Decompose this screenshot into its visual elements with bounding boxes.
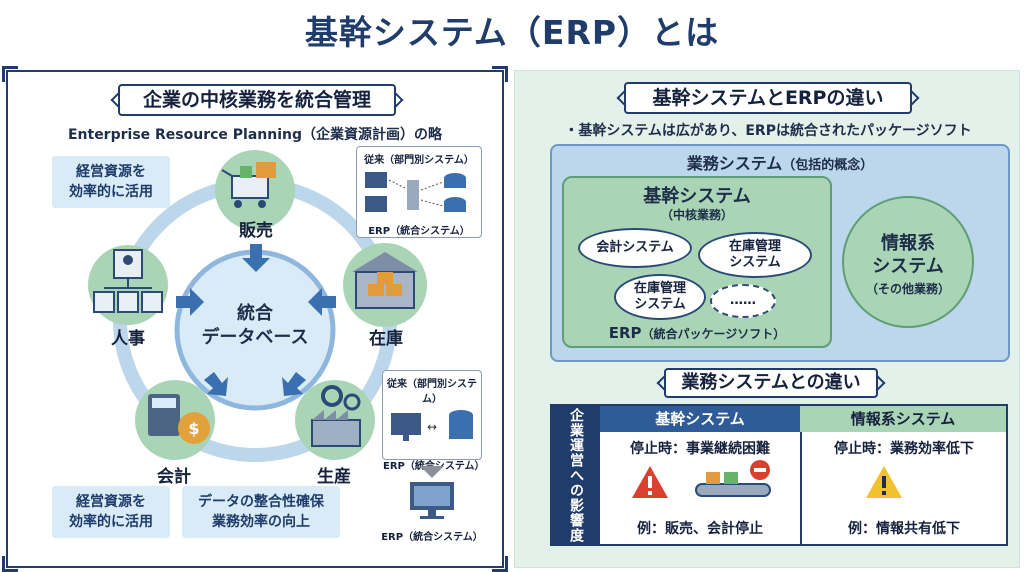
page-title: 基幹システム（ERP）とは: [304, 13, 720, 52]
erp-label-bottom: ERP（統合システム）: [381, 532, 483, 543]
cell-core-stop: 停止時：事業継続困難: [630, 441, 770, 457]
node-production: 生産: [317, 467, 351, 487]
monitor-icon: [410, 482, 454, 519]
table-side-label: 企業運営への影響度: [552, 406, 600, 544]
corner-ornament-icon: [2, 66, 18, 82]
shopping-cart-icon: [221, 162, 276, 208]
cell-info-stop: 停止時：業務効率低下: [834, 441, 974, 457]
info-system-sub: （その他業務）: [865, 282, 950, 296]
core-system-title: 基幹システム: [643, 186, 751, 207]
comparison-note: ・基幹システムは広があり、ERPは統合されたパッケージソフト: [564, 123, 972, 139]
info-system-circle: [842, 196, 974, 328]
pill-more: ……: [710, 284, 776, 318]
node-hr: 人事: [111, 329, 145, 349]
left-panel: [6, 70, 504, 568]
corner-ornament-icon: [2, 556, 18, 572]
table-divider: [800, 432, 802, 544]
erp-label: ERP（統合パッケージソフト）: [608, 324, 786, 342]
node-sales: 販売: [239, 221, 273, 241]
callout-data-integrity: データの整合性確保 業務効率の向上: [182, 486, 340, 538]
table-header-core: 基幹システム: [600, 406, 800, 432]
calculator-money-icon: $: [148, 394, 210, 444]
factory-icon: [311, 385, 361, 447]
table-header-info: 情報系システム: [800, 406, 1006, 432]
caution-warning-icon: [866, 466, 902, 498]
corner-ornament-icon: [492, 66, 508, 82]
right-ribbon-1: 基幹システムとERPの違い: [624, 82, 912, 114]
core-system-sub: （中核業務）: [660, 208, 733, 222]
right-ribbon-2: 業務システムとの違い: [664, 368, 878, 398]
svg-text:$: $: [188, 419, 199, 438]
pill-inventory-2: 在庫管理システム: [614, 274, 706, 320]
org-chart-icon: [93, 249, 163, 313]
left-ribbon: 企業の中核業務を統合管理: [118, 84, 396, 116]
stopped-line-icon: [695, 460, 771, 497]
svg-text:↔: ↔: [427, 420, 437, 434]
danger-warning-icon: [632, 466, 668, 498]
down-arrow-icon: [420, 466, 444, 478]
pill-inventory-1: 在庫管理システム: [698, 232, 812, 278]
center-database: 統合 データベース: [201, 303, 309, 348]
servers-network-icon: [365, 172, 466, 212]
corner-ornament-icon: [492, 556, 508, 572]
business-system-title: 業務システム（包括的概念）: [686, 154, 874, 173]
legacy-vs-erp-box-2: 従来（部門別システム） ↔ ERP（統合システム）: [382, 370, 485, 472]
warehouse-icon: [352, 252, 418, 309]
legacy-vs-erp-box: 従来（部門別システム） ERP（統合システム）: [356, 146, 482, 238]
callout-resources-2: 経営資源を 効率的に活用: [52, 486, 170, 538]
info-system-title: 情報系 システム: [872, 233, 944, 277]
erp-subtitle: Enterprise Resource Planning（企業資源計画）の略: [67, 127, 443, 143]
callout-resources: 経営資源を 効率的に活用: [52, 156, 170, 208]
node-inventory: 在庫: [369, 329, 403, 349]
cell-info-example: 例：情報共有低下: [848, 521, 960, 537]
cell-core-example: 例：販売、会計停止: [637, 521, 763, 537]
erp-cycle-diagram: $: [88, 150, 427, 462]
node-accounting: 会計: [157, 467, 191, 487]
monitor-database-icon: ↔: [391, 410, 473, 441]
pill-accounting: 会計システム: [578, 228, 692, 268]
